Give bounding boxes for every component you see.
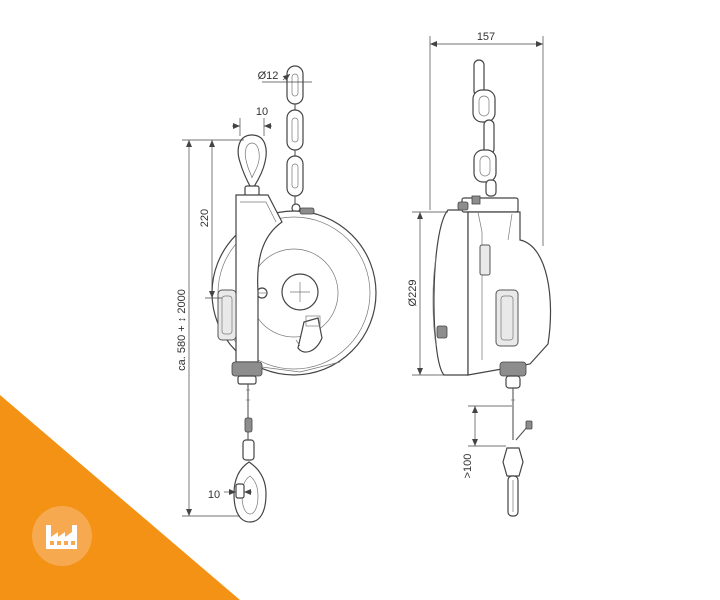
top-height-label: 220 [199,209,211,227]
front-housing [211,194,377,385]
factory-icon [46,525,77,549]
depth-label: 157 [477,31,495,43]
top-hook [237,134,267,197]
orange-corner-triangle [0,395,240,600]
chain-diameter-label: Ø12 [258,70,279,82]
side-housing [432,195,552,389]
factory-badge [32,506,92,566]
side-cable [511,388,533,441]
side-bottom-hook [502,447,524,517]
drum-diameter-label: Ø229 [407,280,419,307]
clearance-label: >100 [462,454,474,479]
side-chain [472,59,497,197]
dimension-lines [182,36,544,517]
total-length-label: ca. 580 + ↕ 2000 [176,289,188,371]
front-chain [286,65,304,213]
hook-top-width-label: 10 [256,106,268,118]
front-cable [242,384,255,461]
front-view [211,65,377,523]
hook-bottom-width-label: 10 [208,489,220,501]
side-view [432,59,552,517]
